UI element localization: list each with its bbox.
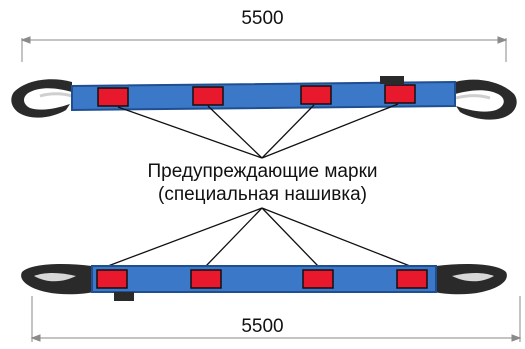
top-dimension-line <box>20 36 508 62</box>
warning-marks-caption: Предупреждающие марки (специальная нашив… <box>0 160 525 206</box>
left-hook-icon <box>11 79 73 118</box>
right-hook-icon <box>455 79 517 120</box>
bottom-strap-buckle <box>114 292 134 301</box>
top-strap <box>11 76 517 120</box>
top-leader-lines <box>117 103 399 159</box>
caption-line-1: Предупреждающие марки <box>147 161 378 182</box>
warning-mark <box>302 269 334 289</box>
caption-line-2: (специальная нашивка) <box>158 184 367 205</box>
warning-mark <box>190 269 222 289</box>
top-strap-webbing <box>71 80 456 112</box>
warning-mark <box>97 87 129 107</box>
bottom-strap <box>21 264 507 301</box>
warning-mark <box>96 269 128 289</box>
warning-mark <box>192 86 224 106</box>
warning-mark <box>300 85 332 105</box>
bottom-strap-webbing <box>91 265 437 293</box>
bottom-dimension-line <box>30 296 522 342</box>
warning-mark <box>396 269 428 289</box>
top-strap-buckle <box>380 76 404 84</box>
right-loop-icon <box>434 264 507 295</box>
left-loop-icon <box>21 264 94 295</box>
bottom-leader-lines <box>107 207 411 267</box>
warning-mark <box>384 84 416 104</box>
bottom-dimension-label: 5500 <box>241 316 284 337</box>
top-dimension-label: 5500 <box>241 8 284 29</box>
